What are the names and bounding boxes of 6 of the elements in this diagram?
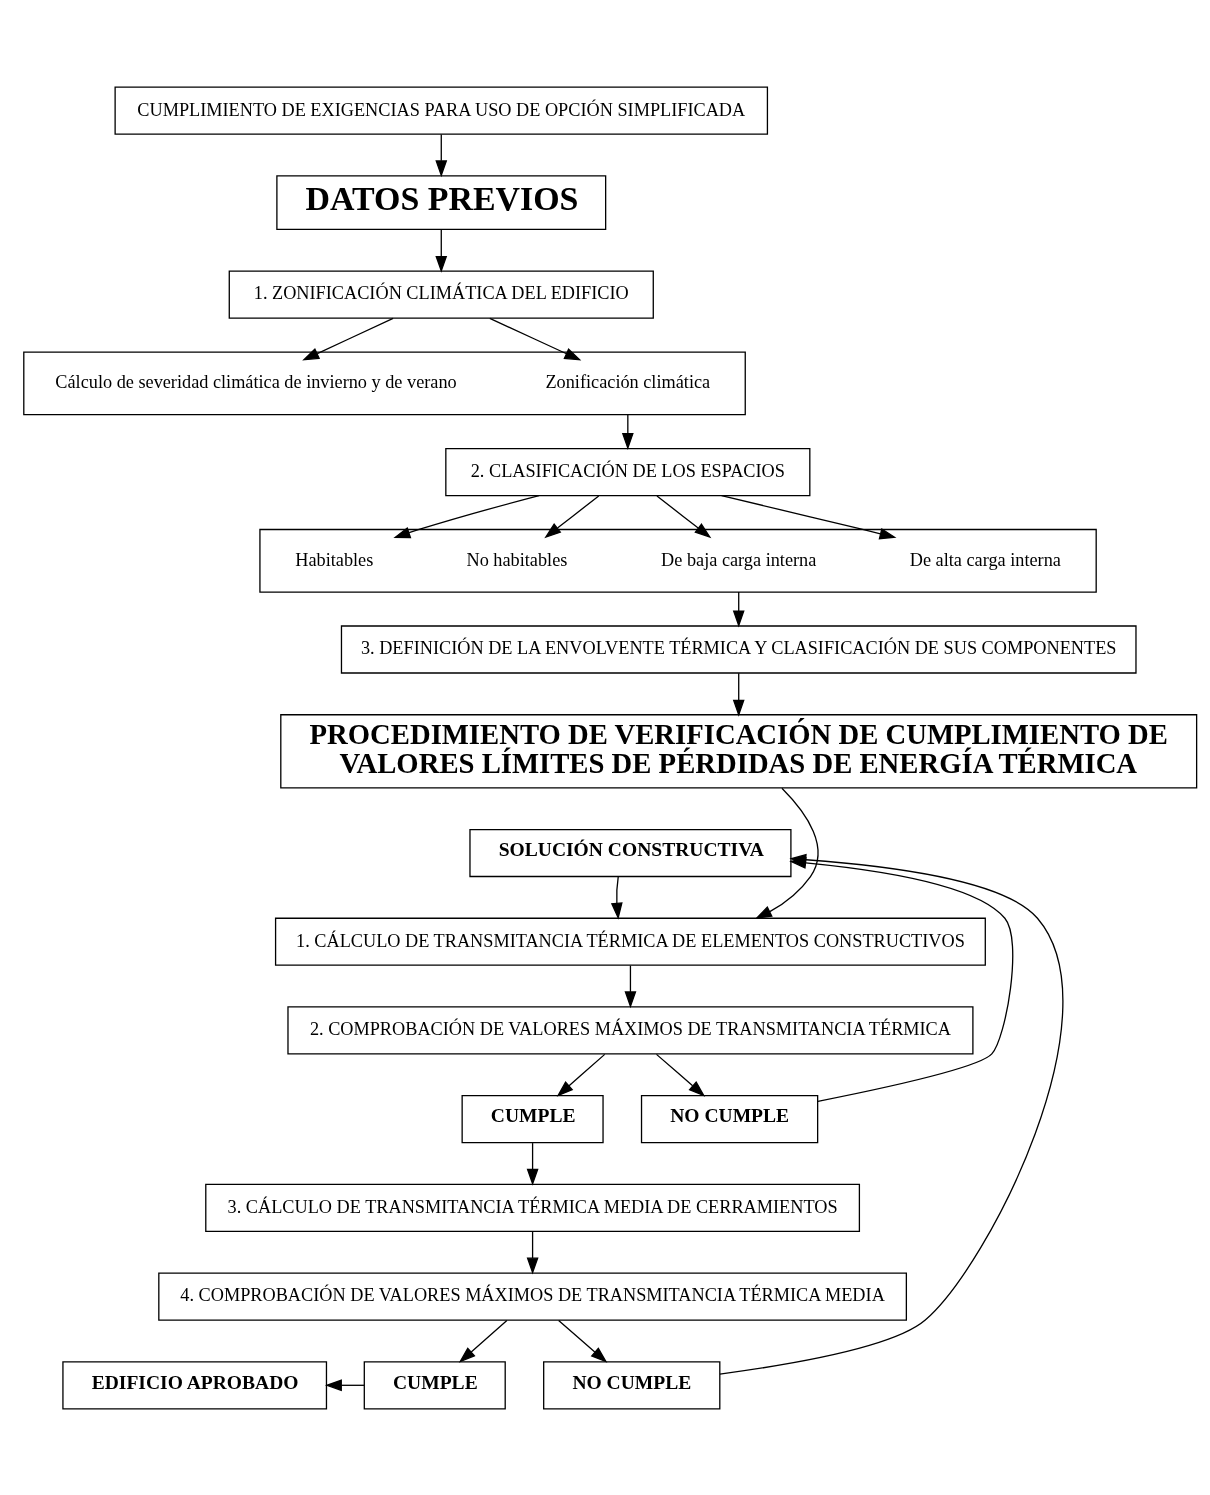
- node-text: De baja carga interna: [661, 549, 817, 570]
- node-text: Cálculo de severidad climática de invierno y de verano: [55, 371, 457, 392]
- node-text: De alta carga interna: [909, 549, 1061, 570]
- node-text: No habitables: [466, 549, 568, 570]
- node-text: Zonificación climática: [545, 371, 711, 392]
- node-text: Habitables: [295, 549, 374, 570]
